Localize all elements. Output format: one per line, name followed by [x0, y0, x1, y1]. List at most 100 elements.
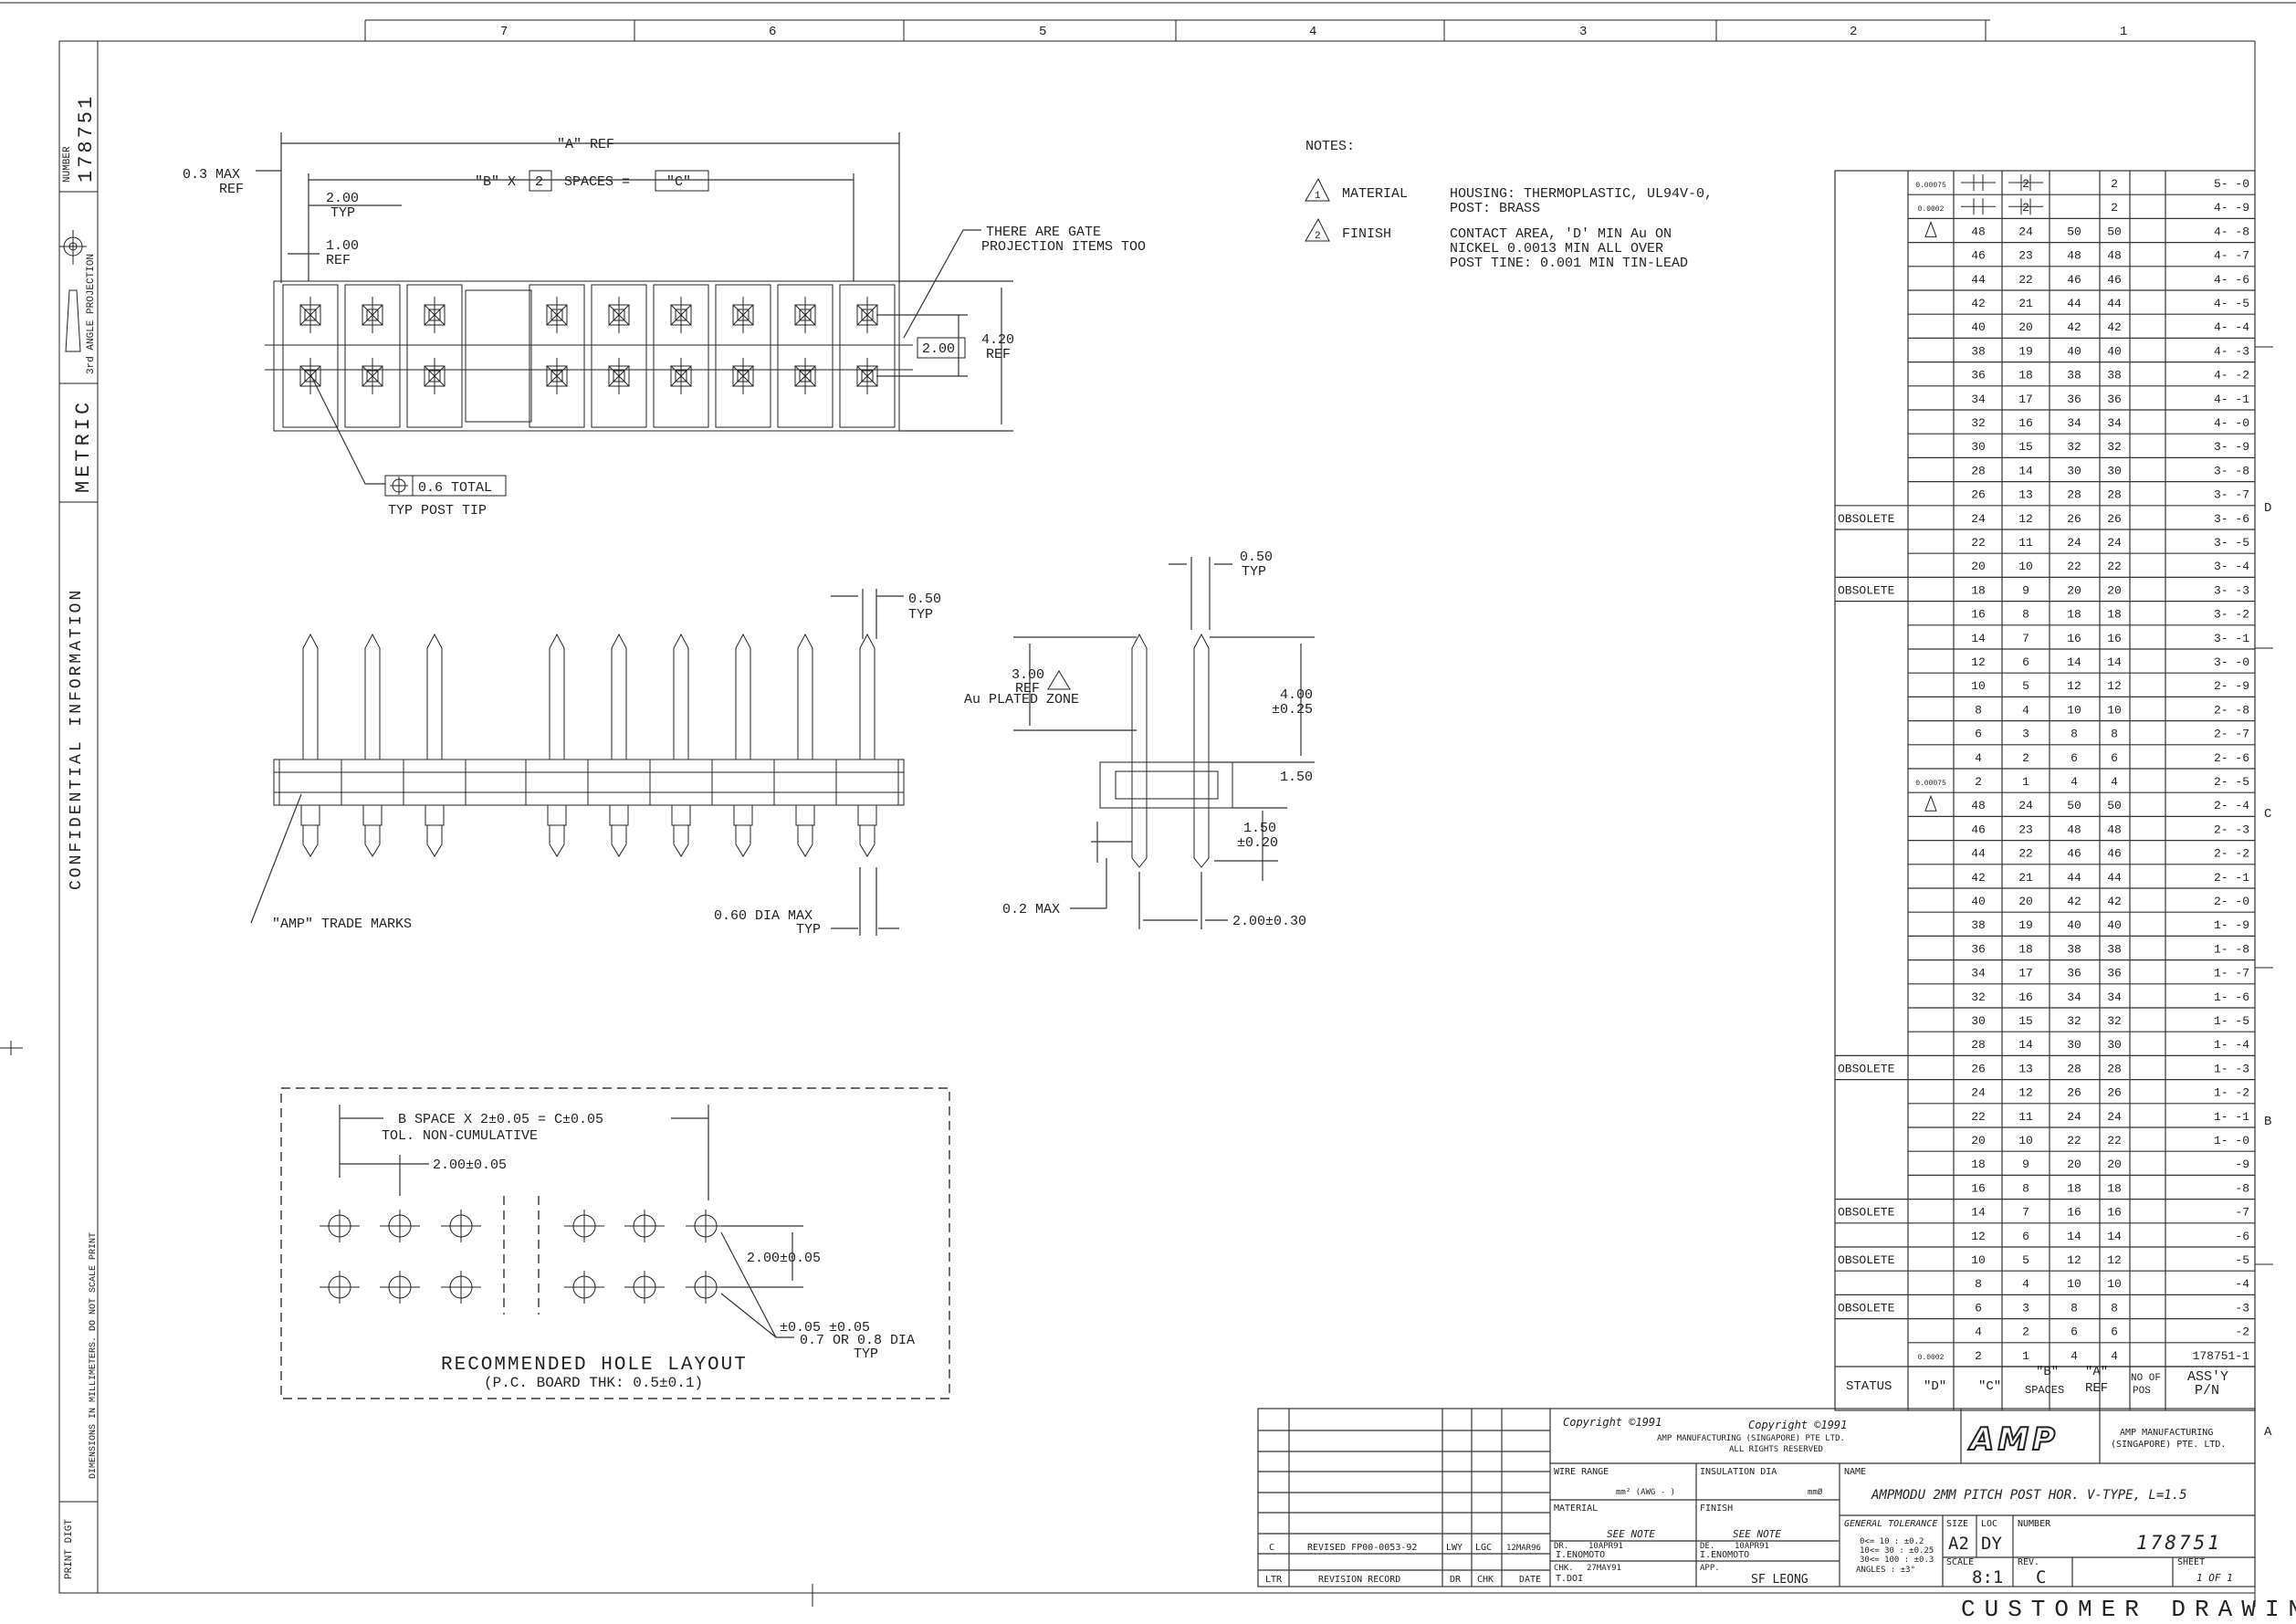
finish-value: SEE NOTE [1733, 1528, 1781, 1540]
table-cell-a: 10 [2067, 1277, 2081, 1291]
table-cell-pn: 2- -2 [2214, 847, 2249, 861]
housing-cell [406, 284, 463, 428]
table-cell-c: 34 [1971, 393, 1986, 406]
housing-cell [529, 284, 585, 428]
table-cell-c: 38 [1971, 918, 1986, 932]
note-number: 2 [1315, 231, 1321, 242]
table-cell-pn: 1- -5 [2214, 1014, 2249, 1028]
table-cell-d: 0.00075 [1915, 182, 1946, 190]
app-name: SF LEONG [1751, 1573, 1808, 1587]
recommended-hole-layout: B SPACE X 2±0.05 = C±0.05 TOL. NON-CUMUL… [280, 1087, 950, 1399]
table-cell-a: 38 [2067, 942, 2081, 956]
table-cell-pos: 50 [2107, 225, 2122, 238]
plated-1: 3.00 [1012, 667, 1044, 683]
table-cell-pn: 4- -9 [2214, 201, 2249, 215]
table-cell-pos: 12 [2107, 1253, 2122, 1267]
connector-housing-top [265, 280, 913, 432]
hdr-chk: CHK [1477, 1575, 1494, 1585]
table-cell-pos: 4 [2111, 775, 2118, 789]
table-cell-c: 48 [1971, 225, 1986, 238]
dr-date: 10APR91 [1588, 1542, 1623, 1551]
table-cell-pn: 4- -0 [2214, 416, 2249, 430]
table-cell-pos: 48 [2107, 249, 2122, 263]
tolerance-line: ANGLES : ±3° [1856, 1566, 1915, 1575]
notes: NOTES: 1 MATERIAL HOUSING: THERMOPLASTIC… [1305, 139, 1713, 271]
zone-numbers: 7 6 5 4 3 2 1 D C B A [500, 25, 2272, 1440]
table-cell-pos: 6 [2111, 751, 2118, 765]
table-cell-pos: 16 [2107, 1206, 2122, 1220]
height-ref-1: 4.20 [981, 332, 1014, 348]
table-cell-c: 44 [1971, 273, 1986, 287]
pin [587, 633, 651, 857]
table-cell-b: 13 [2018, 488, 2033, 502]
table-cell-pn: 3- -4 [2214, 560, 2249, 573]
table-cell-pos: 36 [2107, 967, 2122, 980]
housing-cell [777, 284, 833, 428]
table-cell-pn: 1- -1 [2214, 1110, 2249, 1124]
table-cell-pn: 2- -0 [2214, 895, 2249, 908]
table-cell-c: 10 [1971, 1253, 1986, 1267]
table-cell-pos: 30 [2107, 1038, 2122, 1052]
amp-logo: AMP [1966, 1420, 2093, 1459]
table-cell-a: 42 [2067, 320, 2081, 334]
rev-letter: C [1269, 1543, 1274, 1553]
table-cell-a: 42 [2067, 895, 2081, 908]
zone-letter: A [2264, 1425, 2272, 1440]
table-cell-b: 22 [2018, 847, 2033, 861]
table-cell-c: 26 [1971, 488, 1986, 502]
table-cell-c: 20 [1971, 560, 1986, 573]
table-cell-pos: 24 [2107, 1110, 2122, 1124]
table-cell-c: 46 [1971, 822, 1986, 836]
tolerance-line: 30<= 100 : ±0.3 [1860, 1556, 1934, 1565]
pcb-hole [441, 1210, 481, 1242]
copyright-4: ALL RIGHTS RESERVED [1729, 1445, 1823, 1454]
table-cell-c: 8 [1975, 1277, 1982, 1291]
table-cell-pn: 3- -6 [2214, 512, 2249, 526]
table-cell-a: 38 [2067, 369, 2081, 382]
table-cell-a: 8 [2071, 1301, 2078, 1315]
table-cell-c: 12 [1971, 1230, 1986, 1243]
table-cell-a: 48 [2067, 249, 2081, 263]
rev-description: REVISED FP00-0053-92 [1307, 1543, 1417, 1553]
table-cell-pn: 4- -6 [2214, 273, 2249, 287]
number-label: NUMBER [2018, 1519, 2051, 1529]
pin [403, 633, 467, 857]
table-cell-pn: 5- -0 [2214, 177, 2249, 191]
hole-layout-subtitle: (P.C. BOARD THK: 0.5±0.1) [484, 1375, 703, 1391]
table-cell-a: 4 [2071, 775, 2078, 789]
tolerance-value: 0.6 TOTAL [418, 480, 492, 496]
zone-letter: C [2264, 807, 2271, 822]
header-pos-2: POS [2133, 1386, 2151, 1397]
table-cell-pn: -8 [2235, 1181, 2249, 1195]
table-cell-pos: 48 [2107, 822, 2122, 836]
projection-label: 3rd ANGLE PROJECTION [86, 254, 97, 374]
wire-range-value: mm² (AWG - ) [1616, 1488, 1675, 1497]
table-cell-c: 12 [1971, 655, 1986, 669]
hdr-revision-record: REVISION RECORD [1318, 1575, 1400, 1585]
table-cell-d: 0.0002 [1918, 1354, 1945, 1362]
table-cell-pn: 2- -4 [2214, 799, 2249, 812]
table-header: STATUS "D" "C" "B" SPACES "A" REF NO OF … [1846, 1365, 2228, 1399]
table-cell-b: 10 [2018, 1134, 2033, 1147]
table-cell-a: 40 [2067, 918, 2081, 932]
dim-b-label: "B" X [475, 174, 516, 190]
table-cell-b: 6 [2022, 1230, 2029, 1243]
table-cell-status: OBSOLETE [1838, 1253, 1895, 1267]
table-cell-pos: 38 [2107, 942, 2122, 956]
note-line: CONTACT AREA, 'D' MIN Au ON [1450, 226, 1672, 242]
table-cell-a: 24 [2067, 536, 2081, 550]
header-pn-2: P/N [2195, 1383, 2219, 1399]
table-cell-c: 46 [1971, 249, 1986, 263]
front-view: 0.50 TYP "AMP" TRADE MARKS 0.60 DIA MAX … [250, 589, 941, 938]
table-cell-c: 48 [1971, 799, 1986, 812]
table-cell-a: 12 [2067, 1253, 2081, 1267]
header-a-2: REF [2085, 1381, 2108, 1396]
table-cell-c: 16 [1971, 608, 1986, 622]
table-cell-pos: 38 [2107, 369, 2122, 382]
table-cell-pn: 2- -9 [2214, 679, 2249, 693]
